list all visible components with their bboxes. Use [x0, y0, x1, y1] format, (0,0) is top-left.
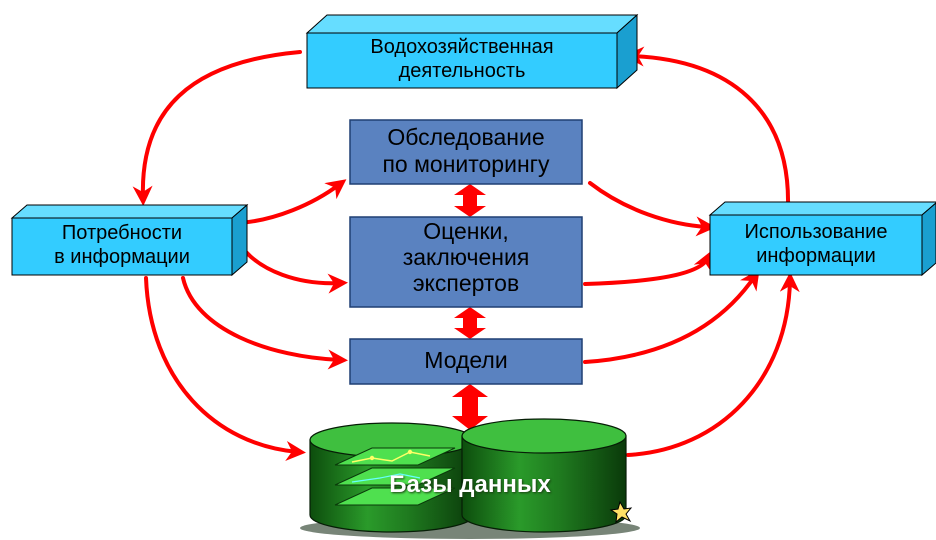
node-water-activity [305, 13, 639, 90]
double-arrow-models-databases [452, 384, 488, 430]
node-survey [349, 119, 583, 185]
node-info-use [708, 201, 936, 277]
arrow-needs-to-survey [238, 179, 347, 225]
db-cylinder-right [461, 418, 627, 533]
arrow-use-to-activity [624, 46, 791, 208]
arrow-activity-to-needs [132, 50, 302, 206]
arrow-models-to-use [583, 269, 760, 364]
double-arrows [452, 184, 488, 430]
node-info-needs [10, 203, 249, 277]
double-arrow-experts-models [454, 307, 486, 339]
arrow-survey-to-use [588, 181, 716, 237]
node-databases [300, 418, 640, 539]
arrow-needs-to-experts [238, 243, 348, 294]
arrows [132, 46, 800, 461]
node-expert-assessments [349, 216, 583, 308]
double-arrow-survey-experts [454, 184, 486, 217]
arrow-needs-to-databases [144, 276, 306, 461]
sparkle-icon [609, 500, 633, 524]
node-models [349, 338, 583, 385]
map-layers-icon [334, 447, 456, 506]
arrow-databases-to-use [626, 272, 800, 457]
arrow-experts-to-use [583, 250, 712, 286]
arrow-needs-to-models [181, 276, 348, 370]
